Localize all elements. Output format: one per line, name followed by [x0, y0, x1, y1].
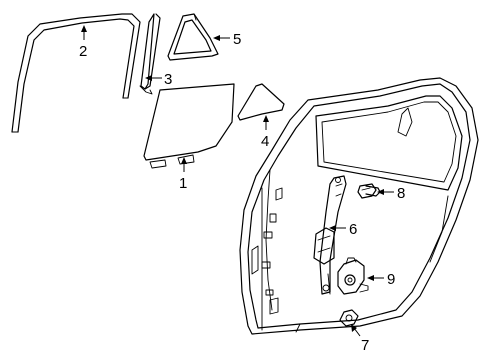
door-shell [239, 77, 479, 335]
leader-lines [81, 25, 394, 337]
callout-labels: 2 3 5 1 4 8 6 9 7 [79, 31, 405, 354]
callout-8: 8 [397, 185, 405, 202]
arrowhead-8 [377, 189, 384, 195]
arrowhead-9 [367, 275, 374, 281]
door-weatherstrip-part-2 [11, 13, 141, 133]
callout-2: 2 [79, 43, 87, 60]
bolt-part-8 [357, 183, 381, 199]
callout-6: 6 [349, 221, 357, 238]
callout-7: 7 [361, 337, 369, 354]
arrowhead-3 [145, 75, 152, 81]
callout-9: 9 [387, 271, 395, 288]
regulator-motor-part-9 [337, 257, 369, 295]
callout-4: 4 [261, 133, 269, 150]
quarter-glass-part-4 [237, 83, 285, 121]
callout-1: 1 [179, 175, 187, 192]
arrowhead-4 [263, 115, 269, 122]
arrowhead-6 [329, 225, 336, 231]
arrowhead-7 [351, 324, 357, 332]
door-glass-part-1 [143, 83, 235, 169]
callout-5: 5 [233, 31, 241, 48]
run-channel-part-3 [139, 13, 161, 95]
window-regulator-part-6 [313, 175, 347, 295]
arrowhead-5 [213, 35, 220, 41]
quarter-window-frame-part-5 [167, 13, 219, 61]
arrowhead-2 [81, 25, 87, 32]
callout-3: 3 [164, 71, 172, 88]
nut-part-7 [339, 309, 359, 327]
arrowhead-1 [181, 157, 187, 164]
